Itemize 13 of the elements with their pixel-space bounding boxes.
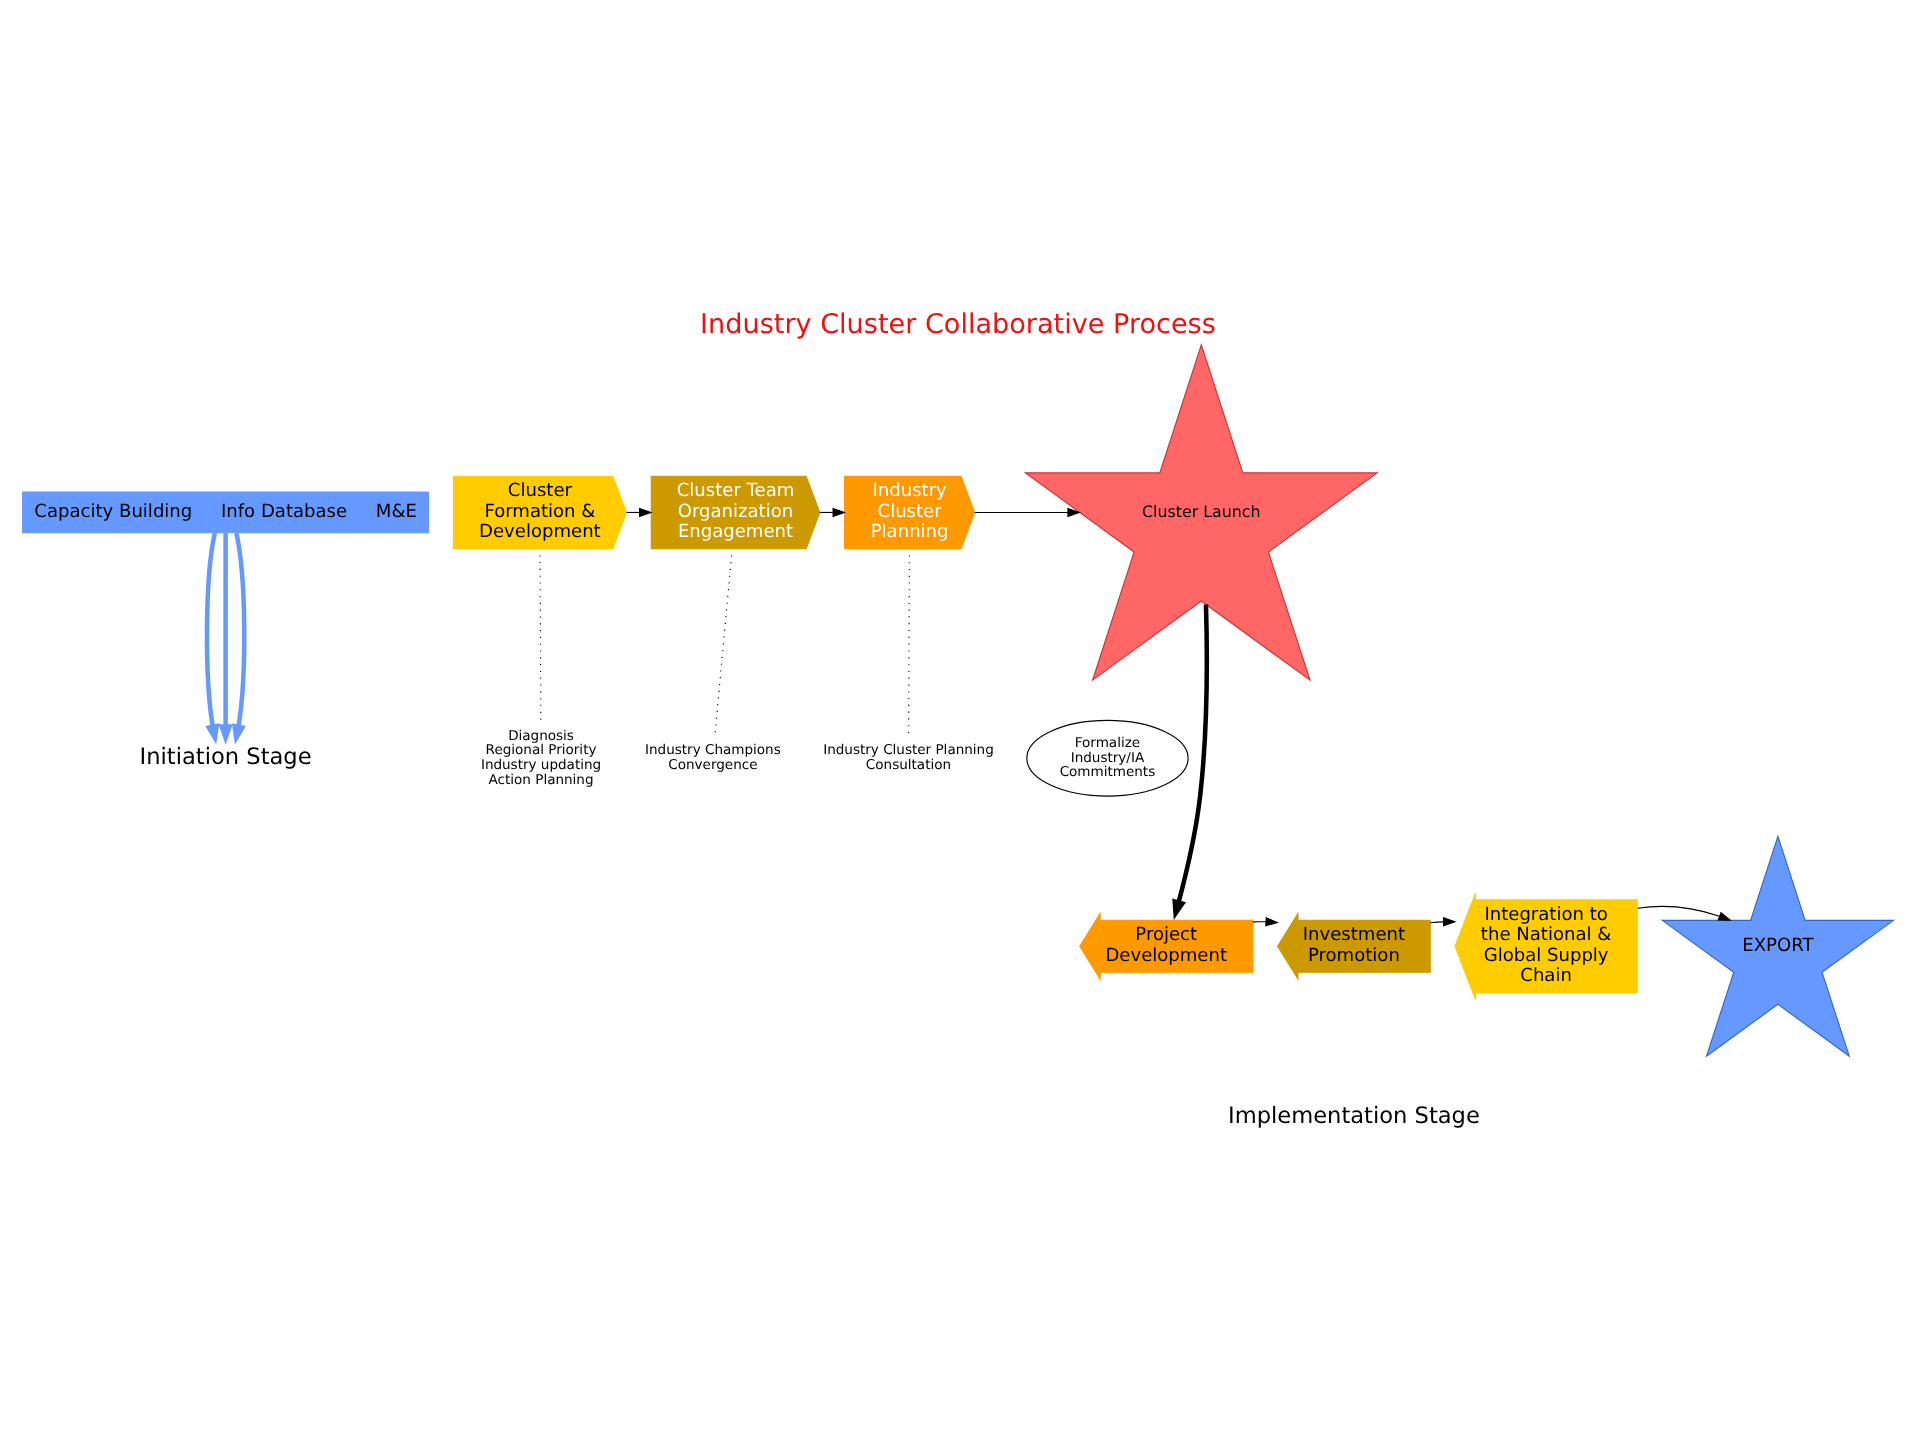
arrow	[218, 533, 233, 745]
node-text: Initiation Stage	[139, 743, 312, 770]
node-box: Capacity Building Info Database M&E	[22, 491, 430, 534]
arrow	[204, 532, 220, 745]
connector	[539, 554, 542, 725]
arrow	[1172, 604, 1210, 921]
arrow	[1429, 917, 1457, 927]
connector	[714, 554, 733, 739]
label: Implementation Stage	[1227, 1102, 1480, 1129]
arrow	[231, 532, 247, 745]
arrow	[974, 507, 1081, 518]
arrow	[1637, 905, 1732, 921]
diagram-title: Industry Cluster Collaborative Process	[700, 308, 1216, 341]
